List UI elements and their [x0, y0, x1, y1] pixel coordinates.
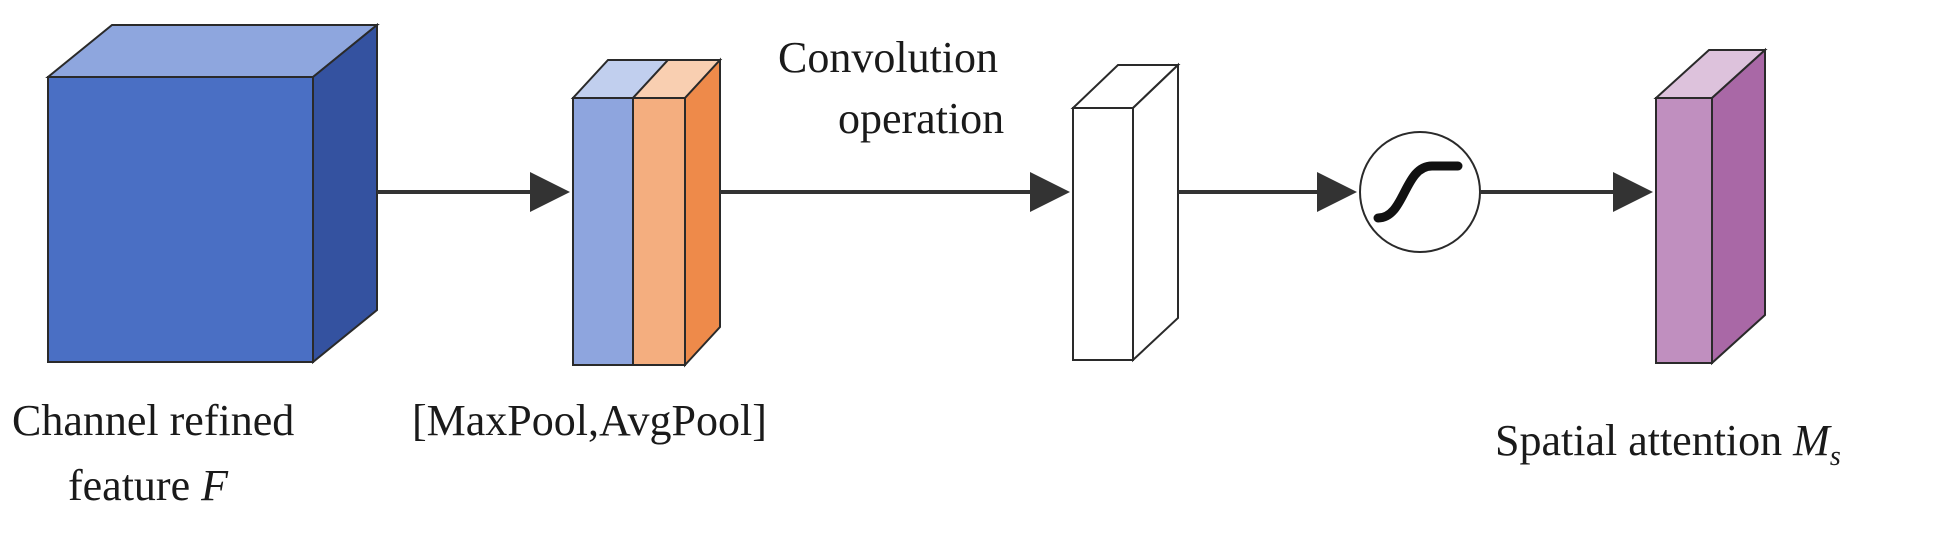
output-symbol-subscript: s — [1830, 441, 1841, 472]
output-label-text: Spatial attention — [1495, 416, 1793, 465]
pooling-slabs — [570, 57, 723, 368]
input-cube-side — [312, 22, 378, 365]
conv-label-line1: Convolution — [778, 33, 998, 82]
sigmoid-node — [1359, 131, 1481, 253]
input-label-line2: feature F — [68, 461, 229, 510]
diagram-labels: Channel refined feature F [MaxPool,AvgPo… — [12, 33, 1841, 510]
output-symbol-m: M — [1792, 416, 1832, 465]
input-cube-front — [47, 76, 314, 363]
attention-slab-side — [1711, 47, 1766, 366]
input-label-feature: feature — [68, 461, 201, 510]
sigmoid-icon — [1373, 161, 1463, 223]
maxpool-slab-front — [572, 97, 634, 366]
spatial-attention-slab — [1653, 47, 1768, 366]
conv-output-slab — [1070, 62, 1181, 363]
attention-slab-front — [1655, 97, 1713, 364]
conv-slab-side — [1132, 62, 1179, 363]
avgpool-slab-front — [632, 97, 686, 366]
conv-slab-front — [1072, 107, 1134, 361]
input-feature-cube — [45, 22, 380, 365]
input-symbol-f: F — [200, 461, 229, 510]
pool-label: [MaxPool,AvgPool] — [412, 396, 767, 445]
avgpool-slab-side — [684, 57, 721, 368]
input-label-line1: Channel refined — [12, 396, 294, 445]
sigmoid-circle — [1359, 131, 1481, 253]
output-label: Spatial attention Ms — [1495, 416, 1841, 472]
conv-label-line2: operation — [838, 94, 1004, 143]
